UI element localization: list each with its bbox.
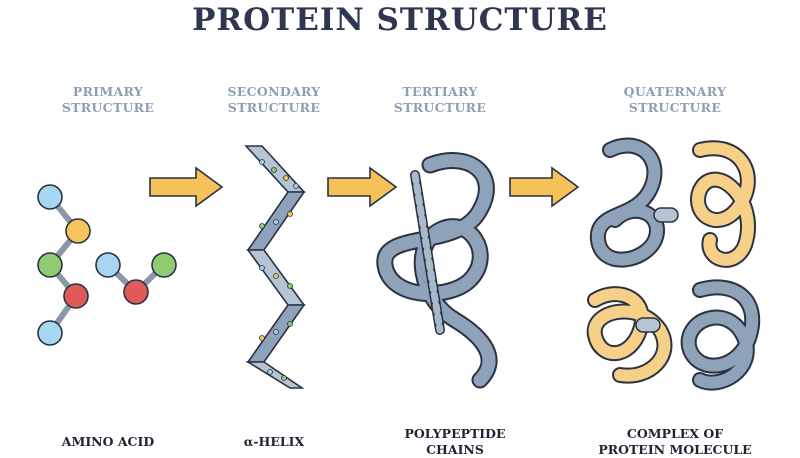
alpha-helix [244,145,306,389]
stage-label-secondary: SECONDARY STRUCTURE [214,84,334,116]
stage-caption-line1: POLYPEPTIDE [404,426,506,441]
stage-caption-secondary: α-HELIX [214,434,334,450]
stage-caption-line1: COMPLEX OF [626,426,724,441]
stage-label-line1: SECONDARY [227,84,321,99]
stage-label-line2: STRUCTURE [628,100,722,115]
page-title: PROTEIN STRUCTURE [192,2,608,38]
stage-caption-line1: α-HELIX [243,434,305,449]
amino-acid-bead [65,218,91,244]
amino-acid-bead [37,252,63,278]
stage-label-line2: STRUCTURE [61,100,155,115]
stage-label-line2: STRUCTURE [393,100,487,115]
arrow-icon [509,166,580,208]
stage-label-primary: PRIMARY STRUCTURE [48,84,168,116]
quaternary-complex [586,137,761,391]
stage-caption-primary: AMINO ACID [48,434,168,450]
amino-acid-bead [63,283,89,309]
stage-caption-line2: CHAINS [426,442,484,457]
stage-caption-line1: AMINO ACID [61,434,155,449]
stage-label-line1: PRIMARY [72,84,144,99]
arrow-icon [327,166,398,208]
stage-label-line2: STRUCTURE [227,100,321,115]
stage-label-line1: QUATERNARY [623,84,727,99]
stage-caption-tertiary: POLYPEPTIDE CHAINS [390,426,520,458]
amino-acid-bead [151,252,177,278]
stage-caption-line2: PROTEIN MOLECULE [598,442,752,457]
stage-label-tertiary: TERTIARY STRUCTURE [380,84,500,116]
amino-acid-bead [95,252,121,278]
stage-label-line1: TERTIARY [402,84,478,99]
stage-caption-quaternary: COMPLEX OF PROTEIN MOLECULE [590,426,760,458]
amino-acid-bead [123,279,149,305]
amino-acid-bead [37,320,63,346]
arrow-icon [149,166,224,208]
amino-acid-bead [37,184,63,210]
tertiary-fold [376,152,498,389]
stage-label-quaternary: QUATERNARY STRUCTURE [610,84,740,116]
amino-acid-chain [37,184,177,346]
